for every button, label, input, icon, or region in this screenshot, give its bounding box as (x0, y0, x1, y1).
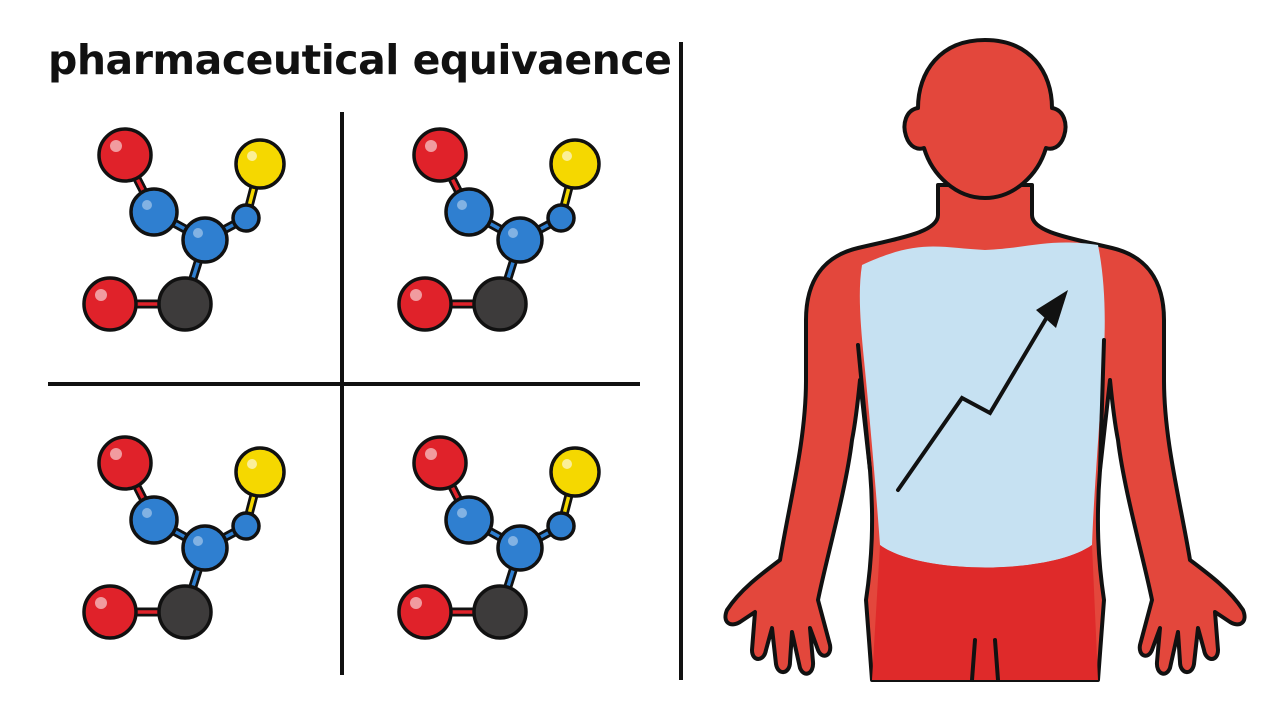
human-body-icon (723, 38, 1247, 682)
diagram-title: pharmaceutical equivaence (48, 36, 672, 84)
rising-arrow-icon (896, 290, 1068, 492)
molecule-icon (84, 437, 284, 638)
molecule-icon (84, 129, 284, 330)
molecule-icon (399, 129, 599, 330)
molecule-icon (399, 437, 599, 638)
